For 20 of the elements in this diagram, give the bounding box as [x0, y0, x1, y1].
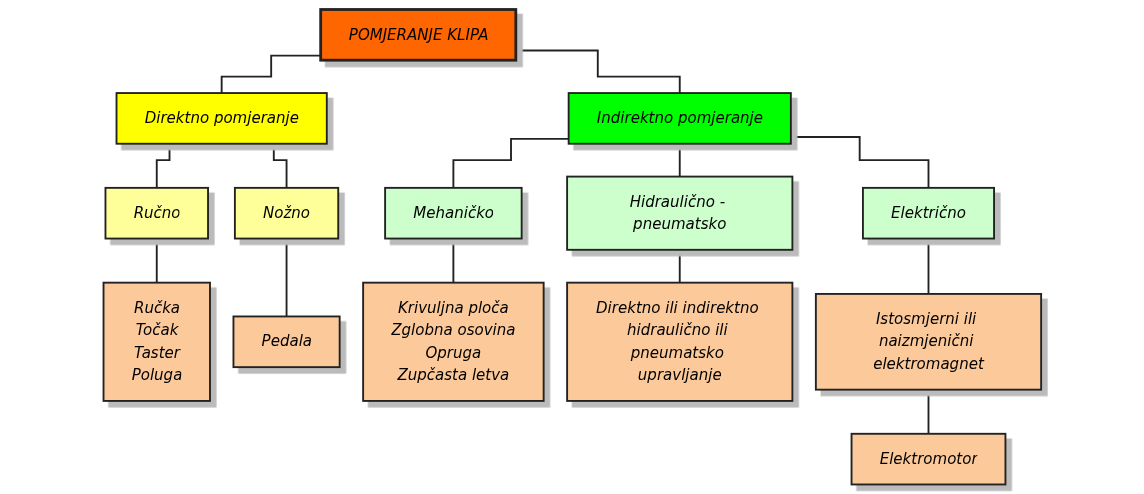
node-box: POMJERANJE KLIPA — [318, 8, 517, 62]
node-box: Istosmjerni ili naizmjenični elektromagnet — [814, 293, 1042, 391]
connector — [678, 248, 681, 284]
connector — [285, 237, 288, 318]
node-box: Pedala — [232, 315, 341, 369]
connector — [452, 237, 454, 284]
connector — [155, 237, 158, 284]
node-box: Krivuljna ploča Zglobna osovina Opruga Zupčasta letva — [361, 281, 545, 402]
node-box: Direktno pomjeranje — [115, 92, 328, 145]
node-box: Mehaničko — [383, 186, 523, 240]
connector — [927, 237, 930, 295]
node-box: Nožno — [233, 186, 339, 240]
connector — [678, 142, 681, 178]
node-box: Ručka Točak Taster Poluga — [102, 281, 211, 402]
connector — [927, 388, 930, 435]
node-box: Hidraulično - pneumatsko — [565, 175, 793, 251]
node-box: Ručno — [104, 186, 209, 240]
node-box: Indirektno pomjeranje — [567, 92, 792, 145]
node-box: Direktno ili indirektno hidraulično ili pneumatsko upravljanje — [565, 281, 793, 402]
node-box: Električno — [861, 186, 995, 240]
